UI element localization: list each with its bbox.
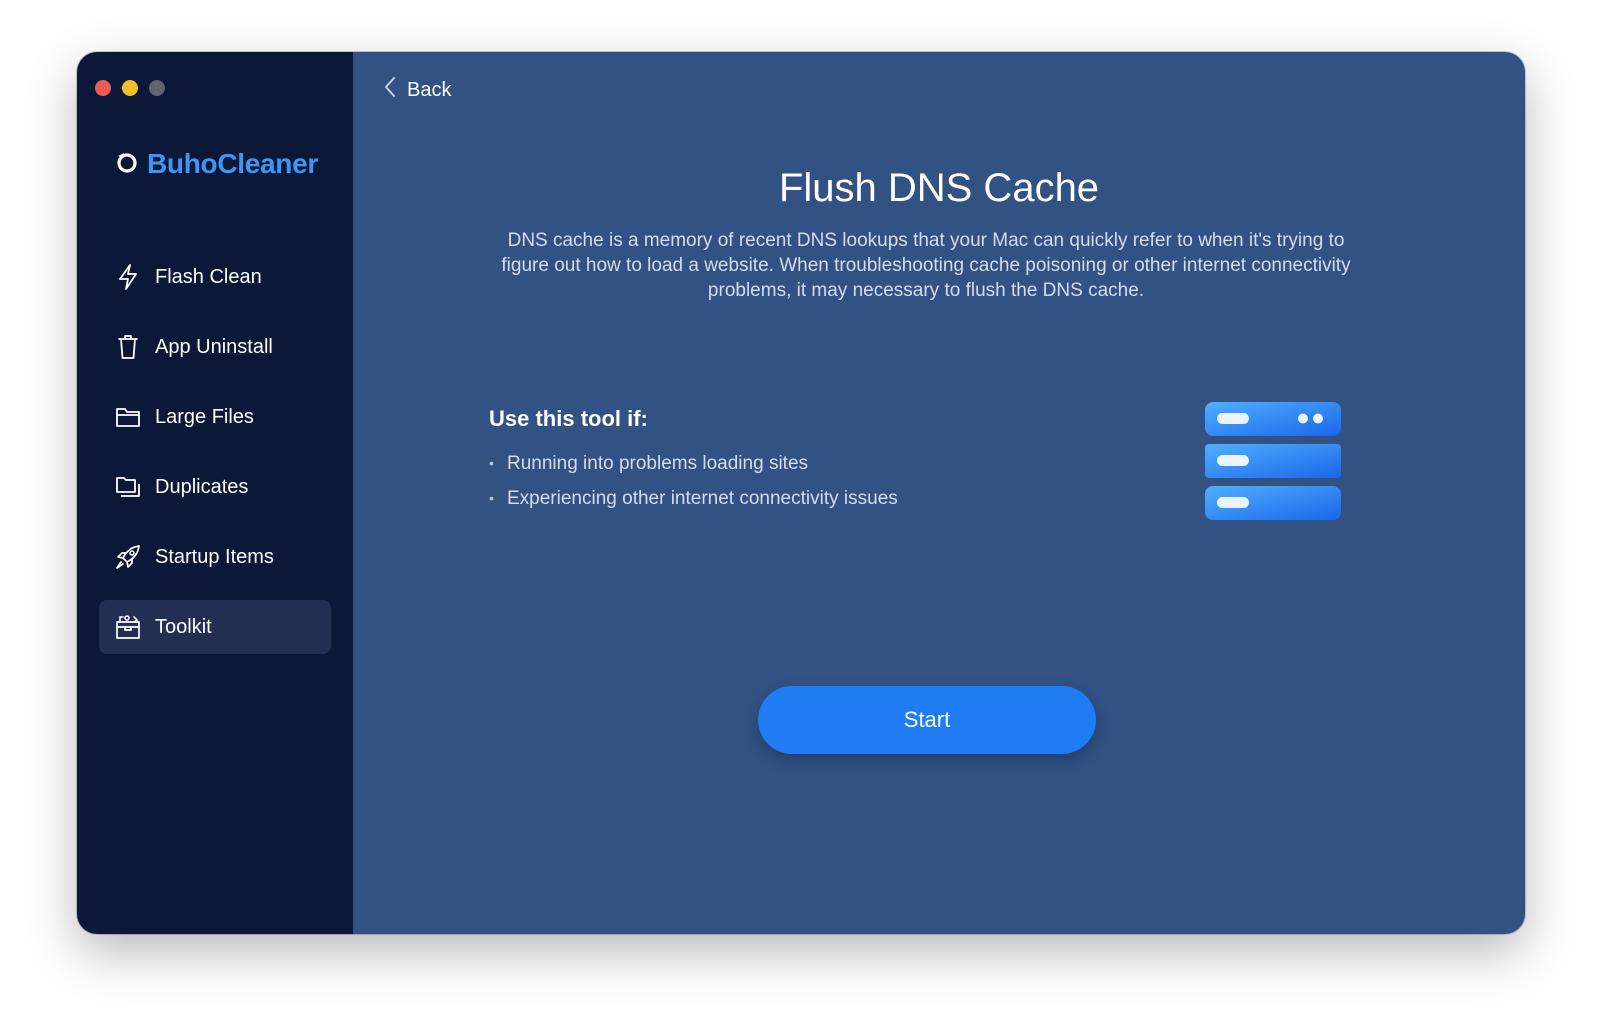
bullet-icon: • (489, 490, 494, 506)
toolkit-icon (115, 614, 141, 640)
sidebar-item-duplicates[interactable]: Duplicates (99, 460, 331, 514)
folder-icon (115, 404, 141, 430)
sidebar-item-app-uninstall[interactable]: App Uninstall (99, 320, 331, 374)
use-tool-section: Use this tool if: • Running into problem… (489, 406, 1089, 516)
chevron-left-icon (383, 76, 397, 104)
zoom-window-button[interactable] (149, 80, 165, 96)
lightning-icon (115, 264, 141, 290)
sidebar-item-flash-clean[interactable]: Flash Clean (99, 250, 331, 304)
duplicate-folder-icon (115, 474, 141, 500)
back-label: Back (407, 78, 452, 101)
server-stack-icon (1203, 400, 1343, 529)
sidebar-item-label: App Uninstall (155, 335, 273, 358)
page-title: Flush DNS Cache (778, 166, 1100, 210)
list-item-text: Experiencing other internet connectivity… (507, 488, 898, 509)
sidebar-item-label: Toolkit (155, 615, 212, 638)
bullet-icon: • (489, 455, 494, 471)
sidebar-item-label: Startup Items (155, 545, 274, 568)
list-item-text: Running into problems loading sites (507, 453, 809, 474)
start-button[interactable]: Start (758, 686, 1096, 754)
list-item: • Experiencing other internet connectivi… (489, 481, 1089, 516)
back-button[interactable]: Back (383, 76, 451, 104)
use-tool-heading: Use this tool if: (489, 406, 648, 431)
sidebar-item-label: Large Files (155, 405, 254, 428)
main-panel: Back Flush DNS Cache DNS cache is a memo… (353, 52, 1525, 934)
brand-name: BuhoCleaner (147, 148, 318, 179)
buho-logo-icon (115, 150, 139, 179)
use-tool-list: • Running into problems loading sites • … (489, 446, 1089, 516)
sidebar-item-toolkit[interactable]: Toolkit (99, 600, 331, 654)
app-window: BuhoCleaner Flash Clean App Uninstall La… (77, 52, 1525, 934)
sidebar-item-label: Duplicates (155, 475, 249, 498)
sidebar: BuhoCleaner Flash Clean App Uninstall La… (77, 52, 353, 934)
list-item: • Running into problems loading sites (489, 446, 1089, 481)
sidebar-item-startup-items[interactable]: Startup Items (99, 530, 331, 584)
window-controls (95, 80, 165, 96)
rocket-icon (115, 544, 141, 570)
close-window-button[interactable] (95, 80, 111, 96)
sidebar-item-large-files[interactable]: Large Files (99, 390, 331, 444)
sidebar-item-label: Flash Clean (155, 265, 262, 288)
sidebar-nav: Flash Clean App Uninstall Large Files Du… (99, 250, 331, 670)
page-description: DNS cache is a memory of recent DNS look… (501, 230, 1351, 301)
brand: BuhoCleaner (115, 148, 318, 180)
minimize-window-button[interactable] (122, 80, 138, 96)
trash-icon (115, 334, 141, 360)
